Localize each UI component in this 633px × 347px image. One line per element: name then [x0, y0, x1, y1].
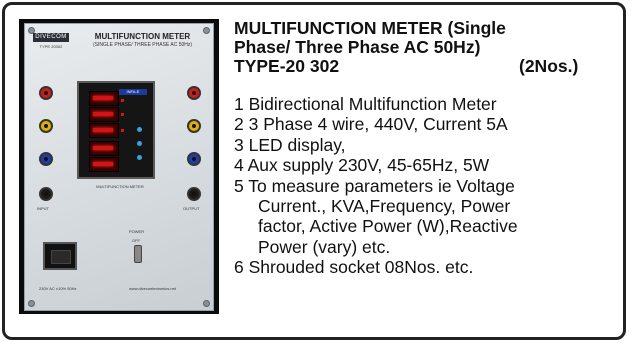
brand-logo: DIVECOM	[33, 33, 69, 42]
list-item: 3 LED display,	[234, 134, 346, 155]
list-item: 4 Aux supply 230V, 45-65Hz, 5W	[234, 155, 490, 176]
meter-button	[137, 127, 142, 132]
led-segment	[89, 141, 119, 156]
input-jack-yellow	[39, 119, 53, 133]
heading-line-2: Phase/ Three Phase AC 50Hz)	[234, 37, 481, 57]
off-label: OFF	[132, 238, 140, 243]
output-jack-red	[187, 86, 201, 100]
type-line: TYPE-20 302 (2Nos.)	[234, 57, 619, 76]
meter-caption: MULTIFUNCTION METER	[96, 184, 144, 189]
output-jack-blue	[187, 152, 201, 166]
list-item: 6 Shrouded socket 08Nos. etc.	[234, 257, 474, 278]
led-segment	[89, 123, 119, 138]
list-item: Power (vary) etc.	[258, 236, 391, 257]
power-label: POWER	[129, 229, 145, 234]
panel-type-code: TYPE 20302	[39, 44, 63, 49]
input-jack-black	[39, 187, 53, 201]
output-label: OUTPUT	[183, 206, 200, 211]
input-jack-red	[39, 86, 53, 100]
led-segment	[89, 157, 119, 172]
heading-line-1: MULTIFUNCTION METER (Single	[234, 18, 506, 38]
screw	[28, 27, 35, 34]
screw	[203, 27, 210, 34]
meter-brand: INFA-E	[119, 89, 147, 95]
list-item: factor, Active Power (W),Reactive	[258, 216, 518, 237]
output-jack-black	[187, 187, 201, 201]
output-jack-yellow	[187, 119, 201, 133]
list-item: 5 To measure parameters ie Voltage	[234, 175, 515, 196]
indicator-led	[121, 113, 124, 116]
power-socket	[43, 242, 77, 270]
multifunction-meter-display: INFA-E	[77, 81, 155, 179]
list-item: 2 3 Phase 4 wire, 440V, Current 5A	[234, 114, 508, 135]
screw	[28, 300, 35, 307]
website-text: www.divecoelectronics.net	[129, 286, 176, 291]
input-jack-blue	[39, 152, 53, 166]
list-item: 1 Bidirectional Multifunction Meter	[234, 94, 497, 114]
indicator-led	[121, 99, 124, 102]
list-item: Current., KVA,Frequency, Power	[258, 196, 511, 217]
product-card: DIVECOM TYPE 20302 MULTIFUNCTION METER (…	[2, 2, 626, 340]
type-code: TYPE-20 302	[234, 56, 340, 76]
supply-text: 230V AC ±10% 50Hz	[39, 286, 77, 291]
power-switch	[134, 245, 142, 263]
product-heading: MULTIFUNCTION METER (Single Phase/ Three…	[234, 19, 619, 76]
meter-button	[137, 155, 142, 160]
quantity: (2Nos.)	[519, 56, 579, 76]
meter-button	[137, 141, 142, 146]
led-segment	[89, 107, 119, 122]
product-photo: DIVECOM TYPE 20302 MULTIFUNCTION METER (…	[19, 19, 219, 314]
panel-title: MULTIFUNCTION METER	[94, 32, 191, 41]
trainer-panel: DIVECOM TYPE 20302 MULTIFUNCTION METER (…	[24, 23, 214, 311]
panel-subtitle: (SINGLE PHASE/ THREE PHASE AC 50Hz)	[92, 42, 193, 48]
led-segment	[89, 91, 119, 106]
input-label: INPUT	[37, 206, 49, 211]
indicator-led	[121, 129, 124, 132]
screw	[203, 300, 210, 307]
feature-list: 1 Bidirectional Multifunction Meter 2 3 …	[234, 94, 629, 278]
